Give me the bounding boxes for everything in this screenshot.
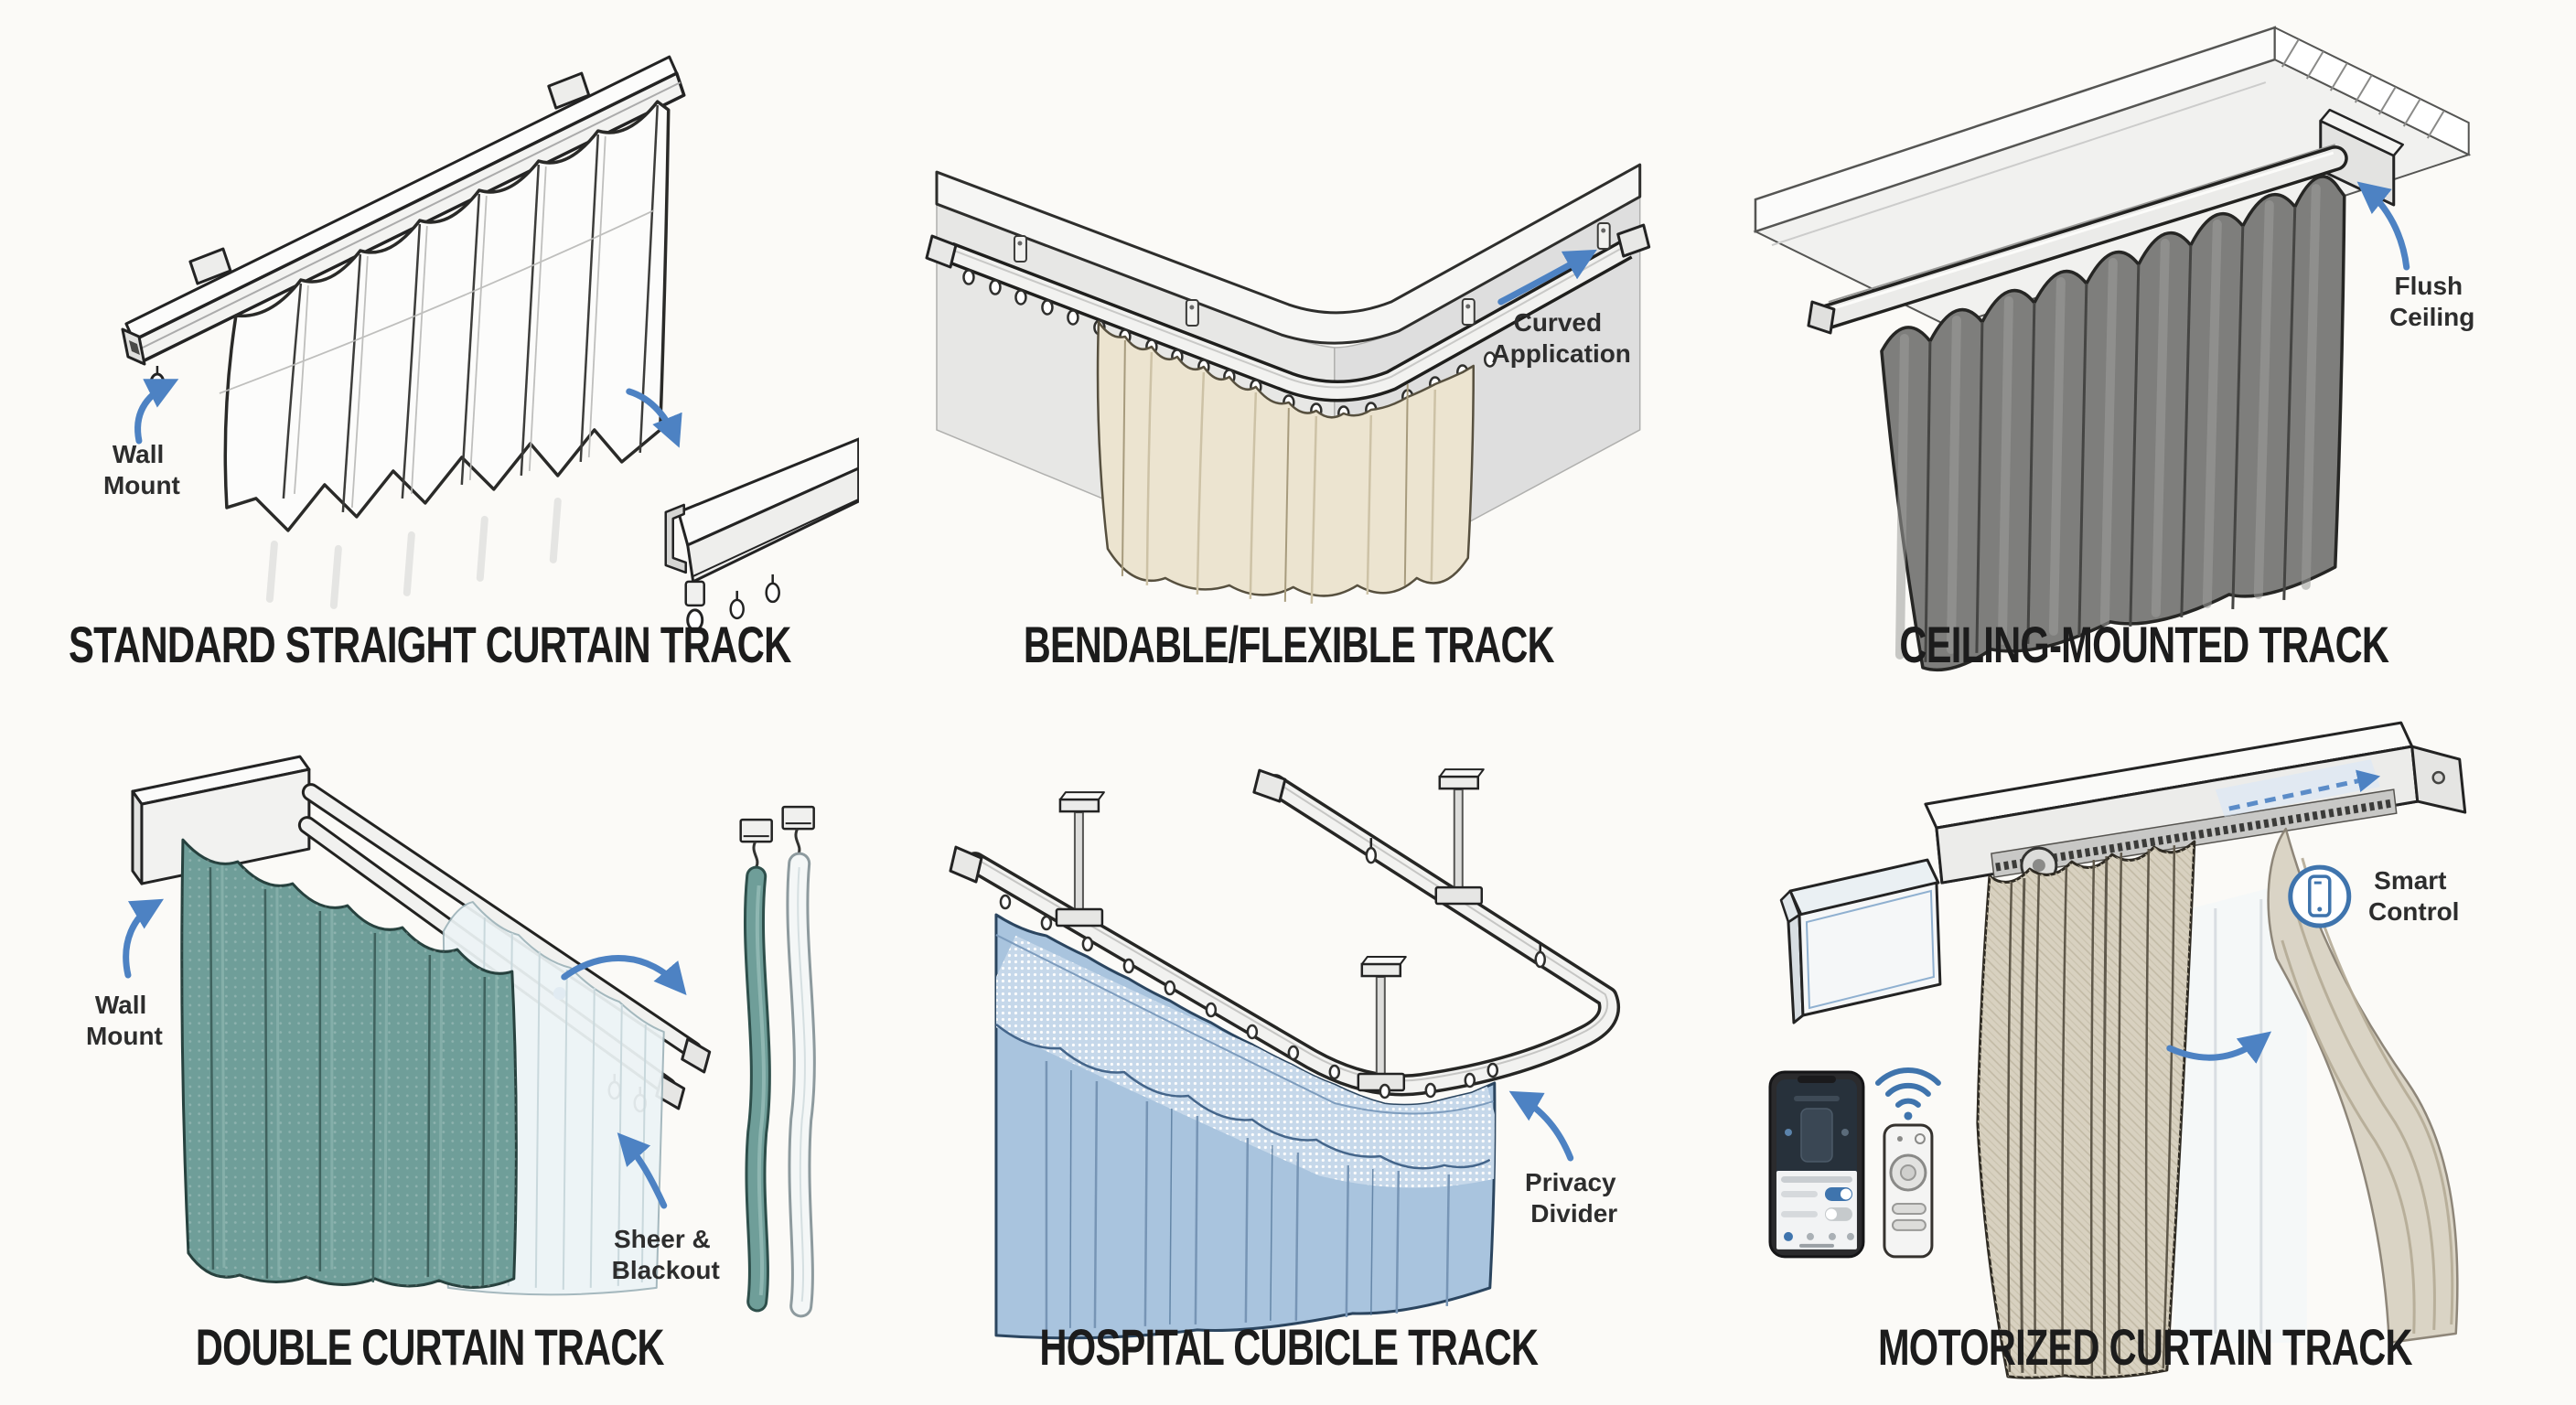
smart-control-badge-icon [2288, 864, 2352, 928]
hatched-cut-edge [2281, 38, 2445, 139]
curved-arrow-icon [2166, 1031, 2272, 1064]
curved-arrow-icon [1508, 1090, 1573, 1162]
ceiling-track-illustration: Flush Ceiling CEILING-MOUNTED TRACK [1753, 26, 2475, 673]
panel-title: MOTORIZED CURTAIN TRACK [1878, 1318, 2412, 1376]
panel-title: BENDABLE/FLEXIBLE TRACK [1024, 616, 1554, 673]
label-privacy-divider: Privacy Divider [1525, 1168, 1623, 1228]
cream-curtain [1096, 320, 1475, 604]
track-cross-section-detail [664, 437, 859, 632]
curved-arrow-icon [626, 388, 682, 448]
end-cap-screw [2431, 770, 2446, 785]
wall-bracket [547, 71, 591, 110]
panel-double-curtain-track: Wall Mount Sheer & Blackout [0, 702, 859, 1405]
curved-arrow-icon [134, 379, 179, 445]
wifi-icon [1875, 1067, 1942, 1121]
curved-arrow-icon [123, 898, 165, 979]
hospital-track-illustration: Privacy Divider HOSPITAL CUBICLE TRACK [949, 768, 1623, 1376]
label-curved-application: Curved Application [1491, 308, 1630, 368]
curved-arrow-icon [617, 1132, 668, 1209]
panel-standard-straight-track: Wall Mount STANDARD STRAIGHT CURTAIN TRA… [0, 0, 859, 702]
curved-arrow-icon [1497, 249, 1597, 306]
glider-hook [729, 598, 745, 620]
glider-hook [765, 582, 780, 604]
teal-blackout-curtain [180, 838, 518, 1289]
charcoal-curtain [1880, 175, 2346, 672]
pleated-curtain [219, 100, 671, 609]
panel-title: HOSPITAL CUBICLE TRACK [1039, 1318, 1538, 1376]
curved-arrow-icon [561, 955, 687, 996]
label-smart-control: Smart Control [2368, 866, 2459, 926]
mounting-bracket [1013, 222, 1611, 327]
ceiling-track [1807, 108, 2405, 335]
motor-housing [1780, 858, 1942, 1024]
panel-motorized-curtain-track: Smart Control [1717, 702, 2576, 1405]
double-track-cross-section [739, 805, 816, 1318]
panel-title: STANDARD STRAIGHT CURTAIN TRACK [69, 616, 791, 673]
label-flush-ceiling: Flush Ceiling [2389, 272, 2474, 331]
bendable-track-illustration: Curved Application BENDABLE/FLEXIBLE TRA… [925, 163, 1650, 673]
label-sheer-blackout: Sheer & Blackout [612, 1225, 720, 1284]
patterned-curtain-right [2267, 827, 2459, 1345]
slide-direction-arrow-icon [2228, 769, 2381, 811]
patterned-curtain-left [1976, 840, 2196, 1379]
curtain-hooks [999, 894, 1498, 1099]
ceiling-slab [1753, 26, 2472, 328]
double-track-illustration: Wall Mount Sheer & Blackout [86, 755, 816, 1376]
smartphone-app-icon [1768, 1070, 1865, 1259]
standard-track-illustration: Wall Mount STANDARD STRAIGHT CURTAIN TRA… [69, 55, 859, 673]
label-wall-mount: Wall Mount [86, 991, 163, 1050]
panel-title: DOUBLE CURTAIN TRACK [196, 1318, 664, 1376]
glider-hook [686, 608, 704, 632]
motorized-track-illustration: Smart Control [1768, 721, 2467, 1379]
mesh-panel [995, 935, 1495, 1188]
hospital-curtain [994, 913, 1497, 1340]
wall-bracket [188, 247, 232, 285]
remote-control-icon [1883, 1123, 1934, 1259]
label-wall-mount: Wall Mount [103, 440, 180, 499]
drive-belt [1995, 799, 2393, 872]
ceiling-drop-rods [1055, 768, 1546, 1092]
curved-arrow-icon [2356, 181, 2410, 271]
window [2174, 878, 2308, 1343]
panel-ceiling-mounted-track: Flush Ceiling CEILING-MOUNTED TRACK [1717, 0, 2576, 702]
wall-track [121, 55, 686, 394]
app-curtain-widget [1800, 1108, 1834, 1163]
panel-bendable-flexible-track: Curved Application BENDABLE/FLEXIBLE TRA… [859, 0, 1718, 702]
panel-title: CEILING-MOUNTED TRACK [1900, 616, 2389, 673]
panel-hospital-cubicle-track: Privacy Divider HOSPITAL CUBICLE TRACK [859, 702, 1718, 1405]
smartphone-icon [2308, 874, 2332, 917]
